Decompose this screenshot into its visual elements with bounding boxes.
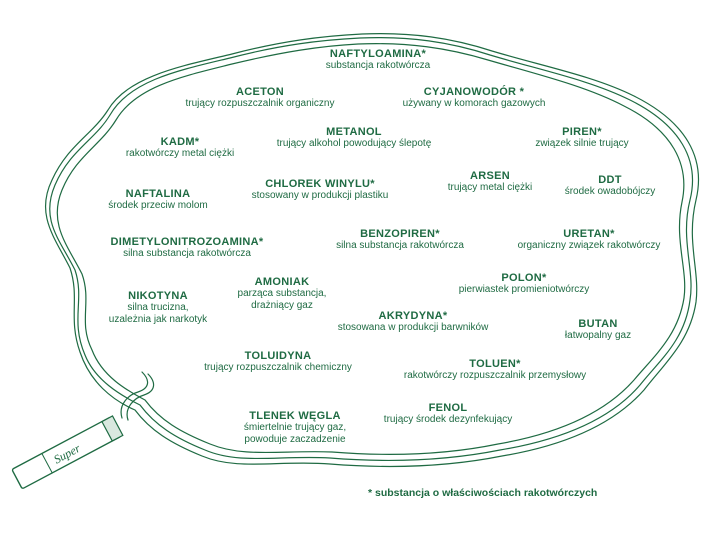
substance-polon: POLON* pierwiastek promieniotwórczy	[444, 272, 604, 296]
cigarette-ash	[101, 415, 124, 442]
carcinogen-footnote: * substancja o właściwościach rakotwórcz…	[368, 487, 598, 499]
substance-fenol: FENOL trujący środek dezynfekujący	[368, 402, 528, 426]
smoke-trail-2	[126, 373, 155, 421]
substance-butan: BUTAN łatwopalny gaz	[550, 318, 646, 342]
substance-name: NAFTYLOAMINA*	[329, 48, 427, 60]
substance-name: TOLUEN*	[469, 358, 521, 370]
substance-desc: rakotwórczy rozpuszczalnik przemysłowy	[403, 370, 587, 381]
substance-toluidyna: TOLUIDYNA trujący rozpuszczalnik chemicz…	[188, 350, 368, 374]
substance-desc: trujący metal ciężki	[447, 182, 533, 193]
substance-chlorek-winylu: CHLOREK WINYLU* stosowany w produkcji pl…	[222, 178, 418, 202]
substance-name: DDT	[598, 174, 622, 186]
substance-naftalina: NAFTALINA środek przeciw molom	[98, 188, 218, 212]
substance-desc: stosowana w produkcji barwników	[337, 322, 489, 333]
substance-name: NIKOTYNA	[128, 290, 188, 302]
substance-desc: trujący rozpuszczalnik chemiczny	[204, 362, 352, 373]
substance-metanol: METANOL trujący alkohol powodujący ślepo…	[264, 126, 444, 150]
substance-desc: substancja rakotwórcza	[325, 60, 431, 71]
cloud-line-1	[49, 37, 694, 461]
substance-name: BENZOPIREN*	[360, 228, 440, 240]
substance-name: PIREN*	[562, 126, 602, 138]
substance-cyjanowodor: CYJANOWODÓR * używany w komorach gazowyc…	[384, 86, 564, 110]
substance-tlenek-wegla: TLENEK WĘGLA śmiertelnie trujący gaz, po…	[222, 410, 368, 446]
cloud-line-2	[44, 33, 700, 467]
substance-name: AKRYDYNA*	[378, 310, 448, 322]
substance-desc: pierwiastek promieniotwórczy	[458, 284, 590, 295]
substance-aceton: ACETON trujący rozpuszczalnik organiczny	[170, 86, 350, 110]
substance-desc: trujący alkohol powodujący ślepotę	[276, 138, 432, 149]
substance-benzopiren: BENZOPIREN* silna substancja rakotwórcza	[322, 228, 478, 252]
substance-desc: powoduje zaczadzenie	[244, 434, 346, 445]
substance-desc: śmiertelnie trujący gaz,	[243, 422, 347, 433]
substance-desc: używany w komorach gazowych	[402, 98, 546, 109]
substance-desc: związek silnie trujący	[535, 138, 629, 149]
substance-desc: silna substancja rakotwórcza	[123, 248, 251, 259]
substance-dimetylonitrozoamina: DIMETYLONITROZOAMINA* silna substancja r…	[102, 236, 272, 260]
substance-akrydyna: AKRYDYNA* stosowana w produkcji barwnikó…	[320, 310, 506, 334]
substance-name: TOLUIDYNA	[244, 350, 312, 362]
substance-name: URETAN*	[563, 228, 615, 240]
substance-desc: uzależnia jak narkotyk	[108, 314, 208, 325]
substance-name: TLENEK WĘGLA	[249, 410, 341, 422]
substance-uretan: URETAN* organiczny związek rakotwórczy	[500, 228, 678, 252]
substance-desc: łatwopalny gaz	[564, 330, 632, 341]
substance-toluen: TOLUEN* rakotwórczy rozpuszczalnik przem…	[386, 358, 604, 382]
substance-name: AMONIAK	[254, 276, 310, 288]
substance-piren: PIREN* związek silnie trujący	[512, 126, 652, 150]
substance-desc: drażniący gaz	[251, 300, 313, 311]
substance-desc: parząca substancja,	[237, 288, 327, 299]
smoke-trail-1	[120, 371, 149, 419]
cigarette-icon: Super	[11, 415, 124, 489]
substance-desc: organiczny związek rakotwórczy	[517, 240, 661, 251]
substance-name: BUTAN	[578, 318, 618, 330]
substance-name: ARSEN	[469, 170, 510, 182]
substance-name: POLON*	[501, 272, 547, 284]
substance-desc: środek przeciw molom	[108, 200, 208, 211]
substance-desc: rakotwórczy metal ciężki	[125, 148, 235, 159]
substance-arsen: ARSEN trujący metal ciężki	[428, 170, 552, 194]
substance-name: NAFTALINA	[125, 188, 191, 200]
substance-desc: środek owadobójczy	[564, 186, 656, 197]
substance-desc: stosowany w produkcji plastiku	[251, 190, 389, 201]
substance-naftyloamina: NAFTYLOAMINA* substancja rakotwórcza	[298, 48, 458, 72]
substance-name: DIMETYLONITROZOAMINA*	[110, 236, 264, 248]
substance-ddt: DDT środek owadobójczy	[550, 174, 670, 198]
cloud-line-3	[56, 43, 686, 455]
substance-name: FENOL	[428, 402, 468, 414]
substance-desc: trujący rozpuszczalnik organiczny	[185, 98, 335, 109]
substance-name: ACETON	[235, 86, 285, 98]
substance-desc: silna trucizna,	[127, 302, 189, 313]
substance-nikotyna: NIKOTYNA silna trucizna, uzależnia jak n…	[92, 290, 224, 326]
substance-name: METANOL	[326, 126, 382, 138]
substance-desc: trujący środek dezynfekujący	[383, 414, 513, 425]
substance-name: KADM*	[160, 136, 200, 148]
substance-name: CYJANOWODÓR *	[423, 86, 525, 98]
substance-desc: silna substancja rakotwórcza	[336, 240, 464, 251]
substance-kadm: KADM* rakotwórczy metal ciężki	[110, 136, 250, 160]
substance-name: CHLOREK WINYLU*	[265, 178, 375, 190]
substance-amoniak: AMONIAK parząca substancja, drażniący ga…	[220, 276, 344, 312]
